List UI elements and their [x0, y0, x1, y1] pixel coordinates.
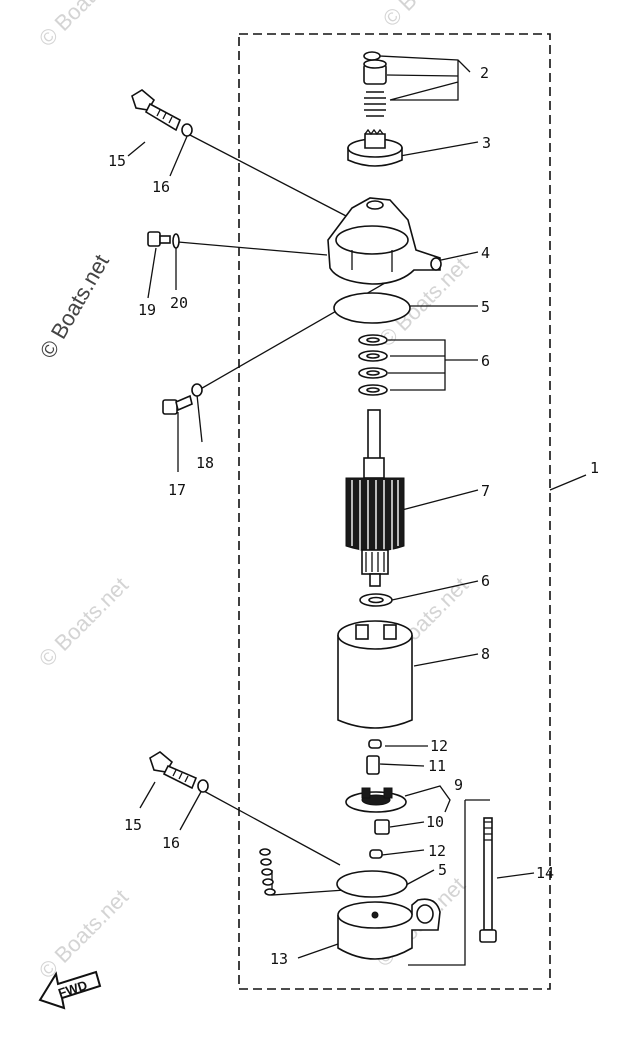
washer-lower-left [197, 779, 209, 793]
brush-holder-assembly [345, 739, 407, 859]
callout-15: 15 [108, 152, 126, 170]
callout-4: 4 [481, 244, 490, 262]
screw-17 [162, 394, 193, 415]
callout-10: 10 [426, 813, 444, 831]
callout-9: 9 [454, 776, 463, 794]
yoke [337, 620, 413, 729]
callout-8: 8 [481, 645, 490, 663]
washer-20 [172, 233, 180, 249]
callout-14: 14 [536, 864, 554, 882]
leader-lines [127, 55, 587, 966]
watermark-text: © Boats.net [378, 0, 477, 32]
o-ring-lower [336, 870, 408, 898]
callout-2: 2 [480, 64, 489, 82]
assembly-boundary [238, 33, 551, 990]
through-bolt [479, 817, 497, 943]
screw-19 [147, 231, 171, 247]
bolt-lower [149, 751, 198, 790]
callout-12: 12 [430, 737, 448, 755]
callout-5-lower: 5 [438, 861, 447, 879]
small-fasteners-chain [259, 848, 276, 896]
watermark-text: © Boats.net [34, 884, 133, 983]
commutator-end-housing [337, 898, 441, 960]
callout-7: 7 [481, 482, 490, 500]
washer-upper-left [181, 123, 193, 137]
callout-18: 18 [196, 454, 214, 472]
watermarks: © Boats.net © Boats.net © Boats.net © Bo… [34, 0, 477, 984]
watermark-text: © Boats.net [34, 0, 133, 52]
callout-13: 13 [270, 950, 288, 968]
callout-6: 6 [481, 352, 490, 370]
o-ring-upper [333, 292, 411, 324]
callout-3: 3 [482, 134, 491, 152]
callout-1: 1 [590, 459, 599, 477]
callout-labels: 1 2 3 4 5 6 7 6 8 12 11 9 10 12 5 14 13 … [108, 64, 599, 968]
clip-ring-collar-spring [363, 51, 387, 117]
callout-5: 5 [481, 298, 490, 316]
callout-16: 16 [152, 178, 170, 196]
armature [345, 409, 405, 587]
drive-end-housing [327, 197, 442, 285]
watermark-text: © Boats.net [34, 572, 133, 671]
washer-18 [191, 383, 203, 397]
callout-17: 17 [168, 481, 186, 499]
callout-12-lower: 12 [428, 842, 446, 860]
washer-lower [359, 593, 393, 607]
callout-11: 11 [428, 757, 446, 775]
callout-19: 19 [138, 301, 156, 319]
pinion-gear [347, 128, 403, 167]
callout-16-lower: 16 [162, 834, 180, 852]
watermark-text: © Boats.net [35, 250, 114, 362]
bolt-upper [131, 89, 182, 132]
washer-stack [358, 334, 388, 396]
callout-20: 20 [170, 294, 188, 312]
fwd-label: FWD [56, 977, 89, 1000]
callout-15-lower: 15 [124, 816, 142, 834]
callout-6-lower: 6 [481, 572, 490, 590]
